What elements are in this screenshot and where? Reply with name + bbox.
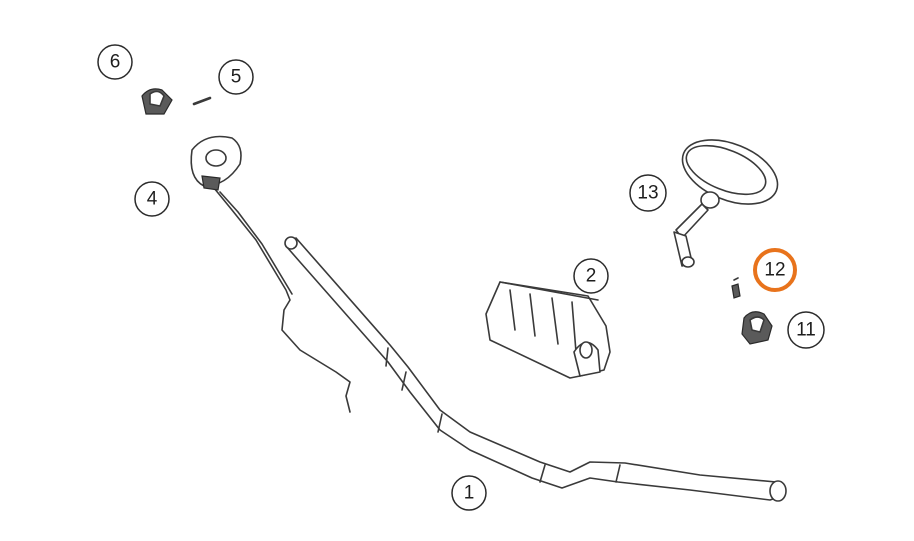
callout-12[interactable]: 12 — [753, 248, 797, 292]
callout-5-label: 5 — [231, 67, 242, 88]
callout-4-label: 4 — [147, 189, 158, 210]
callout-11-label: 11 — [796, 320, 816, 341]
callout-6[interactable]: 6 — [97, 44, 133, 80]
part-switch-housing[interactable] — [190, 135, 351, 413]
part-bolt-12[interactable] — [731, 277, 741, 299]
callout-11[interactable]: 11 — [787, 311, 825, 349]
callout-2[interactable]: 2 — [573, 258, 609, 294]
callout-13-label: 13 — [637, 183, 658, 204]
callout-4[interactable]: 4 — [134, 181, 170, 217]
part-screw-5[interactable] — [192, 96, 212, 106]
callout-5[interactable]: 5 — [218, 59, 254, 95]
callout-1[interactable]: 1 — [451, 475, 487, 511]
part-clamp-6[interactable] — [141, 88, 173, 115]
part-handlebar-pad[interactable] — [485, 281, 611, 379]
part-mirror[interactable] — [673, 127, 787, 268]
part-handlebar[interactable] — [284, 236, 787, 502]
callout-2-label: 2 — [586, 266, 597, 287]
callout-13[interactable]: 13 — [629, 174, 667, 212]
callout-12-label: 12 — [764, 260, 785, 281]
callout-1-label: 1 — [464, 483, 475, 504]
part-mirror-clamp[interactable] — [741, 311, 773, 345]
callout-6-label: 6 — [110, 52, 121, 73]
